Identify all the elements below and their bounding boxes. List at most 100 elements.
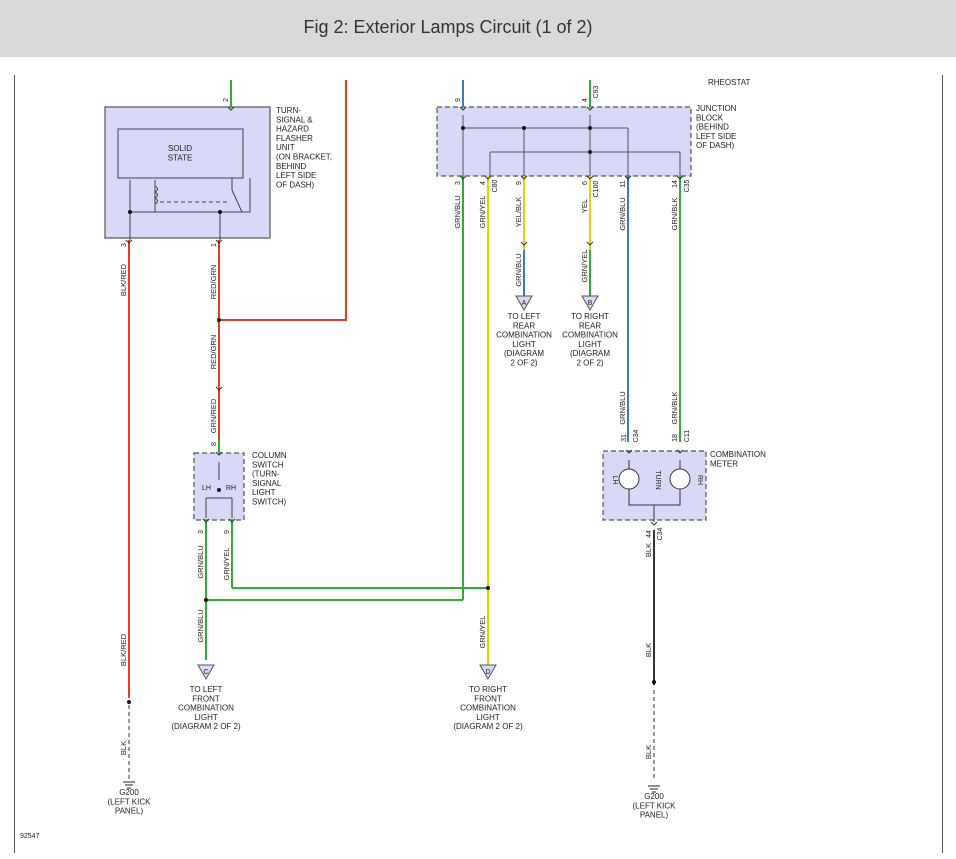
jb-node-3 <box>588 126 592 130</box>
page-title: Fig 2: Exterior Lamps Circuit (1 of 2) <box>303 17 593 37</box>
wire-label-a-grn-blu: GRN/BLU <box>514 253 523 286</box>
to-right-rear-label-line: REAR <box>579 321 601 330</box>
connector-chevron-17 <box>215 386 223 391</box>
to-left-rear-label-line: COMBINATION <box>496 331 552 340</box>
connector-chevron-6 <box>484 175 492 180</box>
junction-label-line: JUNCTION <box>696 104 737 113</box>
meter-turn-label: TURN <box>654 470 661 489</box>
to-right-front-label-line: FRONT <box>474 694 502 703</box>
flasher-internal-bus <box>130 178 251 213</box>
wire-label-meter-blk-2: BLK <box>644 643 653 657</box>
junction-block-box <box>436 106 692 177</box>
rheostat-label: RHEOSTAT <box>708 78 750 87</box>
wire-label-col-grn-blu: GRN/BLU <box>196 545 205 578</box>
column-label-line: (TURN- <box>252 470 280 479</box>
connector-chevron-2 <box>215 239 223 244</box>
wire-label-blk-red-2: BLK/RED <box>119 633 128 666</box>
to-right-front-label-line: COMBINATION <box>460 704 516 713</box>
to-right-rear-label-line: 2 OF 2) <box>576 359 603 368</box>
wire-red-grn-feed <box>219 80 347 321</box>
connector-chevron-1 <box>125 239 133 244</box>
wire-label-blk-1: BLK <box>119 741 128 755</box>
pin-number-1: 3 <box>121 243 128 247</box>
to-left-rear-label-line: 2 OF 2) <box>510 359 537 368</box>
meter-lh-bulb <box>618 468 640 490</box>
meter-label-line: COMBINATION <box>710 450 766 459</box>
wire-label-meter-blk-1: BLK <box>644 543 653 557</box>
wire-splice-4 <box>652 680 656 684</box>
wire-label-meter-grn-blu-2: GRN/BLU <box>618 391 627 424</box>
to-left-rear-label-line: (DIAGRAM <box>504 349 544 358</box>
pin-number-12: 11 <box>620 180 627 187</box>
junction-label-line: BLOCK <box>696 113 724 122</box>
column-label-line: SIGNAL <box>252 479 282 488</box>
pin-number-13: 14 <box>672 180 679 188</box>
flasher-label-line: BEHIND <box>276 162 306 171</box>
pin-number-19: C34 <box>633 429 640 442</box>
connector-chevron-16 <box>650 521 658 526</box>
to-right-rear-label-line: COMBINATION <box>562 331 618 340</box>
pin-number-21: C11 <box>684 430 691 442</box>
column-label-line: LIGHT <box>252 488 276 497</box>
connector-chevron-4 <box>586 106 594 111</box>
g200-left-label-line: G200 <box>119 788 139 797</box>
pin-number-6: 3 <box>455 181 462 185</box>
col-pivot <box>217 488 221 492</box>
connector-b <box>581 295 599 312</box>
column-rh-label: RH <box>226 485 236 492</box>
pin-number-5: C93 <box>593 85 600 98</box>
junction-label-line: OF DASH) <box>696 141 735 150</box>
to-right-front-label-line: TO RIGHT <box>469 685 507 694</box>
flasher-label-line: SIGNAL & <box>276 115 313 124</box>
connector-d-letter: D <box>485 669 490 676</box>
pin-number-15: 8 <box>211 442 218 446</box>
flasher-label-line: LEFT SIDE <box>276 171 316 180</box>
flasher-label-line: TURN- <box>276 106 301 115</box>
connector-chevron-5 <box>459 175 467 180</box>
connector-chevron-14 <box>625 449 633 454</box>
g200-right-label-line: G200 <box>644 792 664 801</box>
g200-right-label-line: PANEL) <box>640 811 669 820</box>
wire-label-yel: YEL <box>580 199 589 213</box>
diagram-frame <box>14 75 943 853</box>
junction-label-line: LEFT SIDE <box>696 132 736 141</box>
connector-chevron-11 <box>215 451 223 456</box>
jb-node-4 <box>588 150 592 154</box>
pin-number-20: 18 <box>672 434 679 442</box>
to-right-front-label-line: (DIAGRAM 2 OF 2) <box>453 722 523 731</box>
pin-number-18: 31 <box>621 434 628 442</box>
connector-chevron-15 <box>676 449 684 454</box>
connector-chevron-8 <box>586 175 594 180</box>
column-label-line: SWITCH) <box>252 498 287 507</box>
meter-rh-label: RH <box>696 475 703 485</box>
to-left-front-label-line: FRONT <box>192 694 220 703</box>
pin-number-22: 44 <box>646 530 653 538</box>
wire-label-blk-red-1: BLK/RED <box>119 263 128 296</box>
junction-label-line: (BEHIND <box>696 123 729 132</box>
pin-number-14: C35 <box>684 179 691 192</box>
to-left-front-label-line: TO LEFT <box>190 685 223 694</box>
connector-chevron-12 <box>202 518 210 523</box>
pin-number-0: 2 <box>223 98 230 102</box>
column-label-line: COLUMN <box>252 451 287 460</box>
flasher-contact <box>231 189 243 213</box>
g200-left-label-line: (LEFT KICK <box>108 797 152 806</box>
wire-label-b-grn-yel: GRN/YEL <box>580 250 589 283</box>
pin-number-7: 4 <box>480 181 487 185</box>
column-lh-label: LH <box>202 485 211 492</box>
wire-label-d-grn-yel: GRN/YEL <box>478 616 487 649</box>
flasher-node-1 <box>128 210 132 214</box>
pin-number-4: 4 <box>582 98 589 102</box>
wire-label-red-grn-2: RED/GRN <box>209 335 218 370</box>
wire-label-yel-blk: YEL/BLK <box>514 197 523 227</box>
flasher-label-line: UNIT <box>276 143 295 152</box>
flasher-label-line: FLASHER <box>276 134 313 143</box>
to-left-front-label-line: LIGHT <box>194 713 218 722</box>
to-left-rear-label-line: LIGHT <box>512 340 536 349</box>
pin-number-8: C80 <box>492 179 499 192</box>
flasher-node-2 <box>218 210 222 214</box>
flasher-coil <box>154 185 158 205</box>
to-right-rear-label-line: LIGHT <box>578 340 602 349</box>
wire-label-grn-blk-2: GRN/BLK <box>670 392 679 425</box>
